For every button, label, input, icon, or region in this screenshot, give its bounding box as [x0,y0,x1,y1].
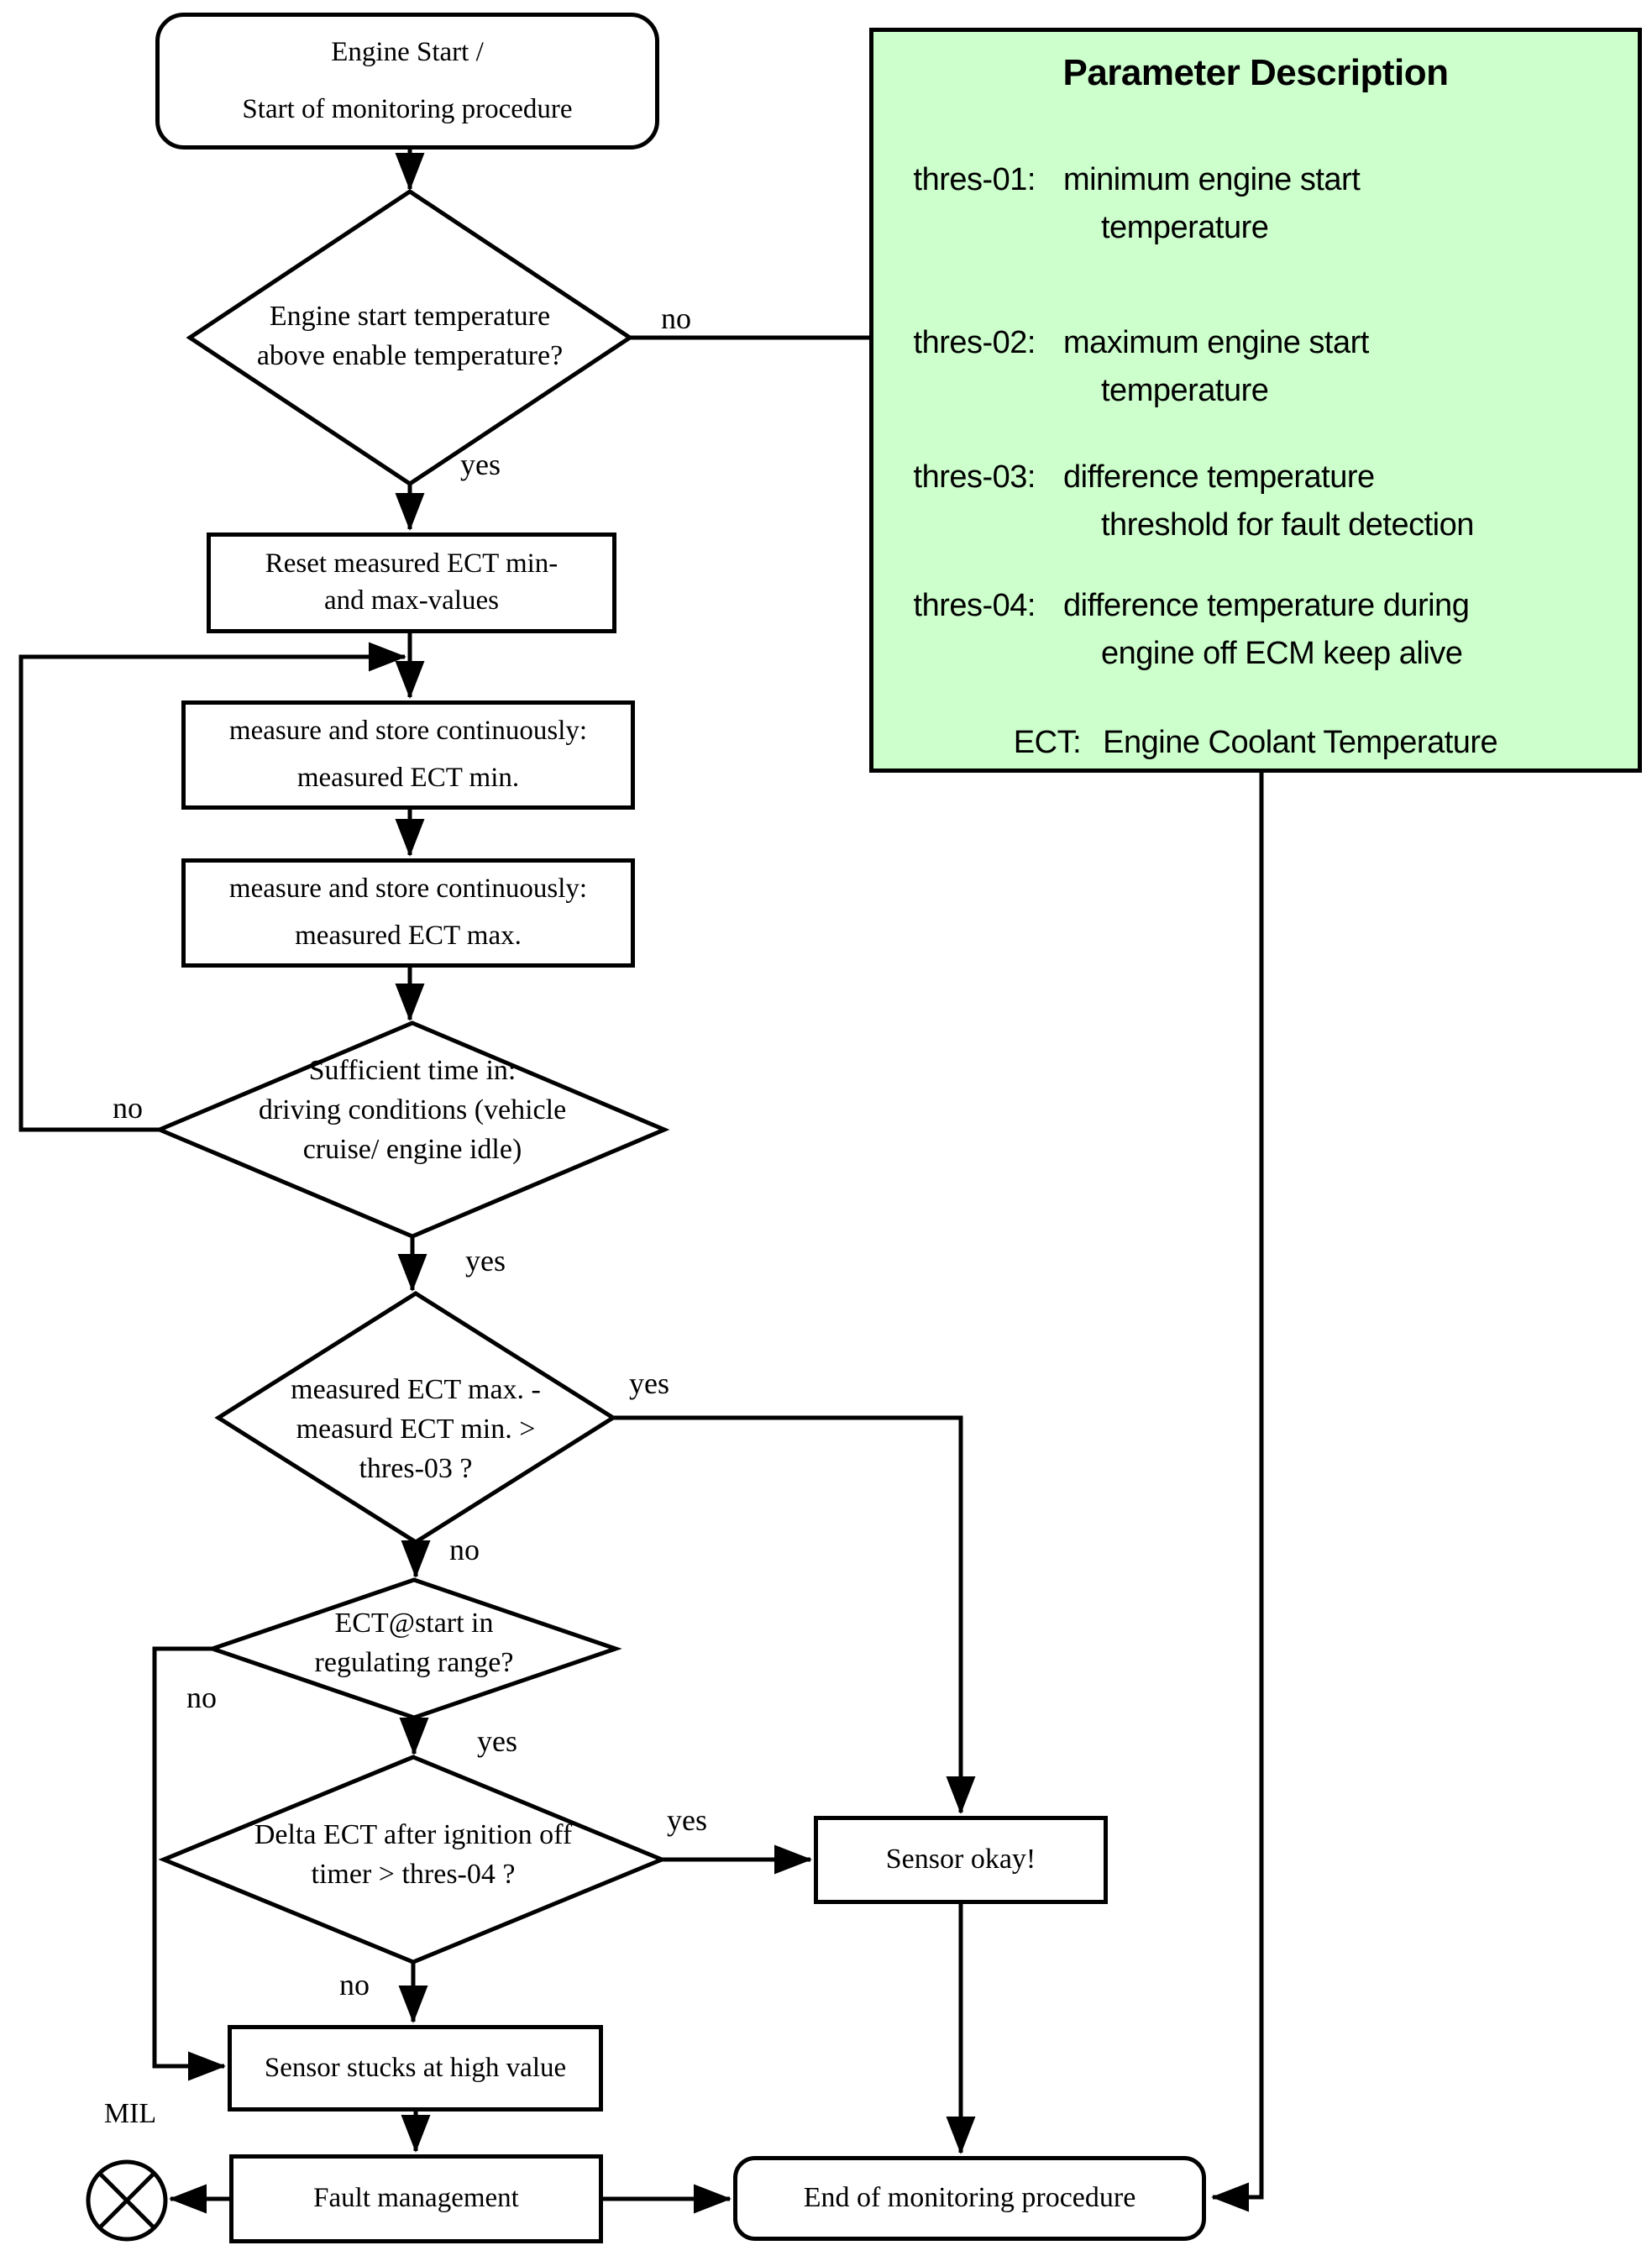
reset-line1: Reset measured ECT min- [265,548,559,580]
d2-line2: driving conditions (vehicle [258,1094,567,1125]
decision-regulating-range-text: ECT@start in regulating range? [238,1604,590,1683]
decision-delta-thres03-text: measured ECT max. - measurd ECT min. > t… [214,1371,617,1489]
edge-label-d3-no: no [449,1533,480,1566]
param-entry-thres-01: thres-01: minimum engine start temperatu… [892,156,1623,252]
decision-start-temp-text: Engine start temperature above enable te… [191,297,628,376]
param-label: thres-02: [913,325,1036,360]
param-desc-line2: engine off ECM keep alive [1101,636,1463,671]
edge-d2-no-feedback [18,642,406,1132]
end-node: End of monitoring procedure [733,2156,1206,2241]
measure-max-line2: measured ECT max. [295,921,522,951]
param-desc-line1: minimum engine start [1063,162,1361,197]
reset-process-node: Reset measured ECT min- and max-values [207,532,616,633]
d4-line1: ECT@start in [334,1608,494,1639]
d4-line2: regulating range? [314,1646,514,1678]
param-desc-line2: temperature [1101,210,1269,245]
reset-line2: and max-values [323,585,499,616]
d3-line2: measurd ECT min. > [296,1413,536,1445]
measure-min-process-node: measure and store continuously: measured… [181,700,635,810]
mil-indicator-icon [86,2159,168,2242]
edge-label-d2-no: no [113,1091,143,1125]
param-entry-thres-02: thres-02: maximum engine start temperatu… [892,319,1623,415]
sensor-okay-label: Sensor okay! [885,1844,1036,1875]
edge-label-d1-no: no [661,302,691,335]
measure-min-line1: measure and store continuously: [228,716,588,747]
edge-label-d2-yes: yes [465,1244,506,1277]
sensor-okay-node: Sensor okay! [814,1816,1108,1904]
d2-line1: Sufficient time in: [308,1055,517,1086]
sensor-stuck-label: Sensor stucks at high value [264,2052,567,2083]
param-label: thres-04: [913,588,1036,623]
param-desc-line1: difference temperature [1063,459,1375,495]
decision-ignition-off-text: Delta ECT after ignition off timer > thr… [195,1816,632,1895]
start-node: Engine Start / Start of monitoring proce… [155,13,659,150]
param-desc-line1: maximum engine start [1063,325,1369,360]
param-label: thres-03: [913,459,1036,495]
end-node-label: End of monitoring procedure [803,2182,1136,2214]
param-desc-line1: difference temperature during [1063,588,1470,623]
decision-regulating-range-shape [206,1577,622,1720]
param-desc-line2: temperature [1101,373,1269,408]
d1-line2: above enable temperature? [256,339,564,371]
edge-label-d1-yes: yes [460,448,501,481]
edge-d3-yes-to-sensor-okay [613,1415,976,1814]
d3-line1: measured ECT max. - [291,1374,541,1405]
param-desc-line2: threshold for fault detection [1101,507,1474,543]
decision-sufficient-time-shape [154,1020,670,1239]
edge-label-d5-yes: yes [667,1803,707,1837]
edge-label-d3-yes: yes [629,1367,669,1400]
mil-label: MIL [103,2098,157,2129]
d1-line1: Engine start temperature [269,301,551,332]
decision-delta-thres03-shape [214,1291,617,1545]
decision-ignition-off-shape [158,1755,668,1965]
param-ect-desc: Engine Coolant Temperature [1103,725,1498,760]
parameter-description-box: Parameter Description thres-01: minimum … [869,28,1642,773]
start-node-line2: Start of monitoring procedure [242,93,573,124]
param-entry-ect: ECT: Engine Coolant Temperature [873,719,1638,767]
d5-line2: timer > thres-04 ? [311,1858,516,1890]
measure-max-line1: measure and store continuously: [228,873,588,905]
d3-line3: thres-03 ? [359,1452,473,1484]
param-entry-thres-03: thres-03: difference temperature thresho… [892,454,1623,549]
edge-label-d5-no: no [339,1968,370,2001]
edge-label-d4-no: no [186,1681,217,1714]
decision-sufficient-time-text: Sufficient time in: driving conditions (… [177,1052,648,1170]
edge-d4-no-to-sensor-stuck [152,1646,226,2081]
param-entry-thres-04: thres-04: difference temperature during … [892,582,1623,678]
start-node-line1: Engine Start / [331,36,484,67]
fault-management-label: Fault management [313,2183,519,2214]
fault-management-node: Fault management [229,2154,603,2243]
d5-line1: Delta ECT after ignition off [254,1819,573,1850]
sensor-stuck-node: Sensor stucks at high value [228,2025,603,2111]
parameter-description-title: Parameter Description [1062,52,1449,93]
edge-label-d4-yes: yes [477,1724,517,1758]
decision-start-temp-shape [186,188,634,487]
measure-min-line2: measured ECT min. [296,763,520,793]
d2-line3: cruise/ engine idle) [302,1133,522,1165]
measure-max-process-node: measure and store continuously: measured… [181,858,635,968]
param-label: thres-01: [913,162,1036,197]
param-ect-label: ECT: [1013,725,1082,760]
